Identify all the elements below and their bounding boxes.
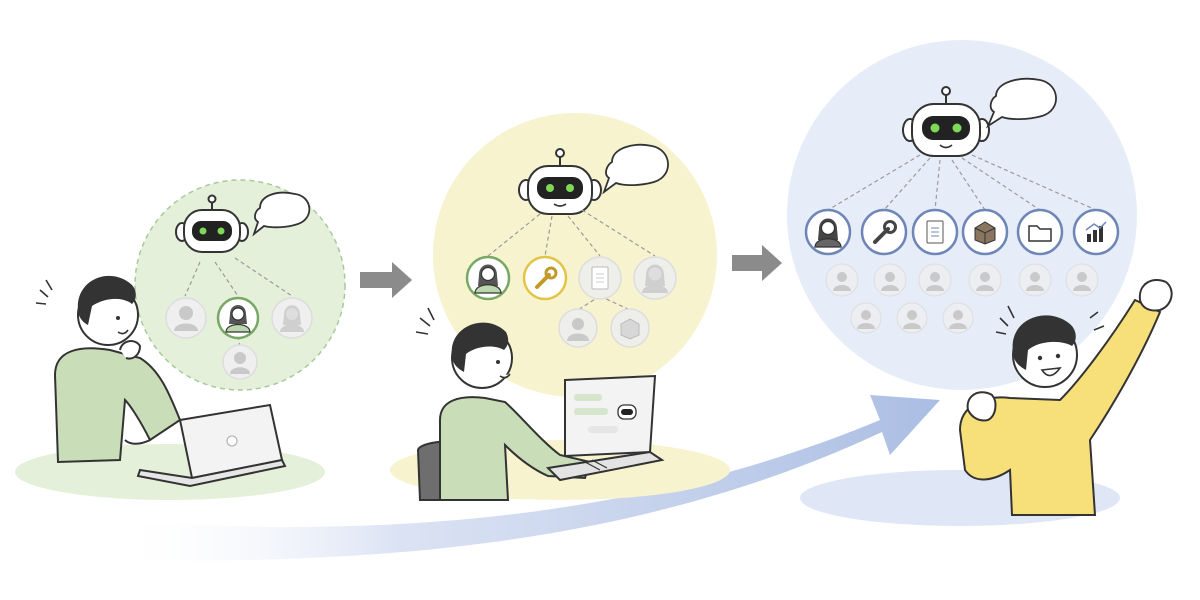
speech-bubble-icon bbox=[602, 143, 669, 195]
agent-person-female-icon bbox=[271, 297, 313, 339]
agent-chart-icon bbox=[1072, 208, 1120, 256]
stage-3 bbox=[787, 40, 1173, 526]
stage-1 bbox=[15, 179, 346, 500]
stage-3-connectors bbox=[827, 154, 1097, 211]
agent-folder-icon bbox=[1016, 208, 1064, 256]
progress-flow-arrow bbox=[110, 395, 940, 561]
agent-box-icon bbox=[961, 208, 1009, 256]
agent-person-icon bbox=[165, 297, 207, 339]
agent-wrench-icon bbox=[522, 255, 568, 301]
stage-2-connectors bbox=[487, 209, 656, 311]
speech-bubble-icon bbox=[986, 77, 1057, 129]
speech-bubble-icon bbox=[252, 191, 311, 237]
person-typing bbox=[415, 307, 592, 501]
agent-person-small-icon bbox=[222, 344, 258, 380]
robot-icon bbox=[518, 148, 602, 215]
robot-icon bbox=[617, 404, 637, 420]
agent-person-female-icon bbox=[804, 208, 852, 256]
agent-document-icon bbox=[578, 256, 622, 300]
robot-icon bbox=[175, 194, 249, 253]
laptop-icon bbox=[545, 374, 665, 482]
person-thinking bbox=[35, 275, 182, 464]
arrow-right-icon bbox=[732, 245, 782, 281]
agent-person-highlighted-icon bbox=[216, 296, 260, 340]
sub-agent-row bbox=[825, 263, 1099, 334]
stage-2 bbox=[390, 113, 730, 501]
arrow-right-icon bbox=[360, 262, 412, 298]
robot-icon bbox=[902, 86, 990, 157]
laptop-icon bbox=[136, 403, 287, 488]
agent-document-icon bbox=[911, 208, 959, 256]
agent-box-icon bbox=[610, 308, 650, 348]
agent-person-female-icon bbox=[465, 255, 511, 301]
agent-person-icon bbox=[558, 308, 598, 348]
agent-person-female-icon bbox=[633, 256, 677, 300]
agent-wrench-icon bbox=[860, 208, 908, 256]
stage-3-bubble bbox=[787, 40, 1137, 390]
person-celebrating bbox=[958, 279, 1173, 516]
